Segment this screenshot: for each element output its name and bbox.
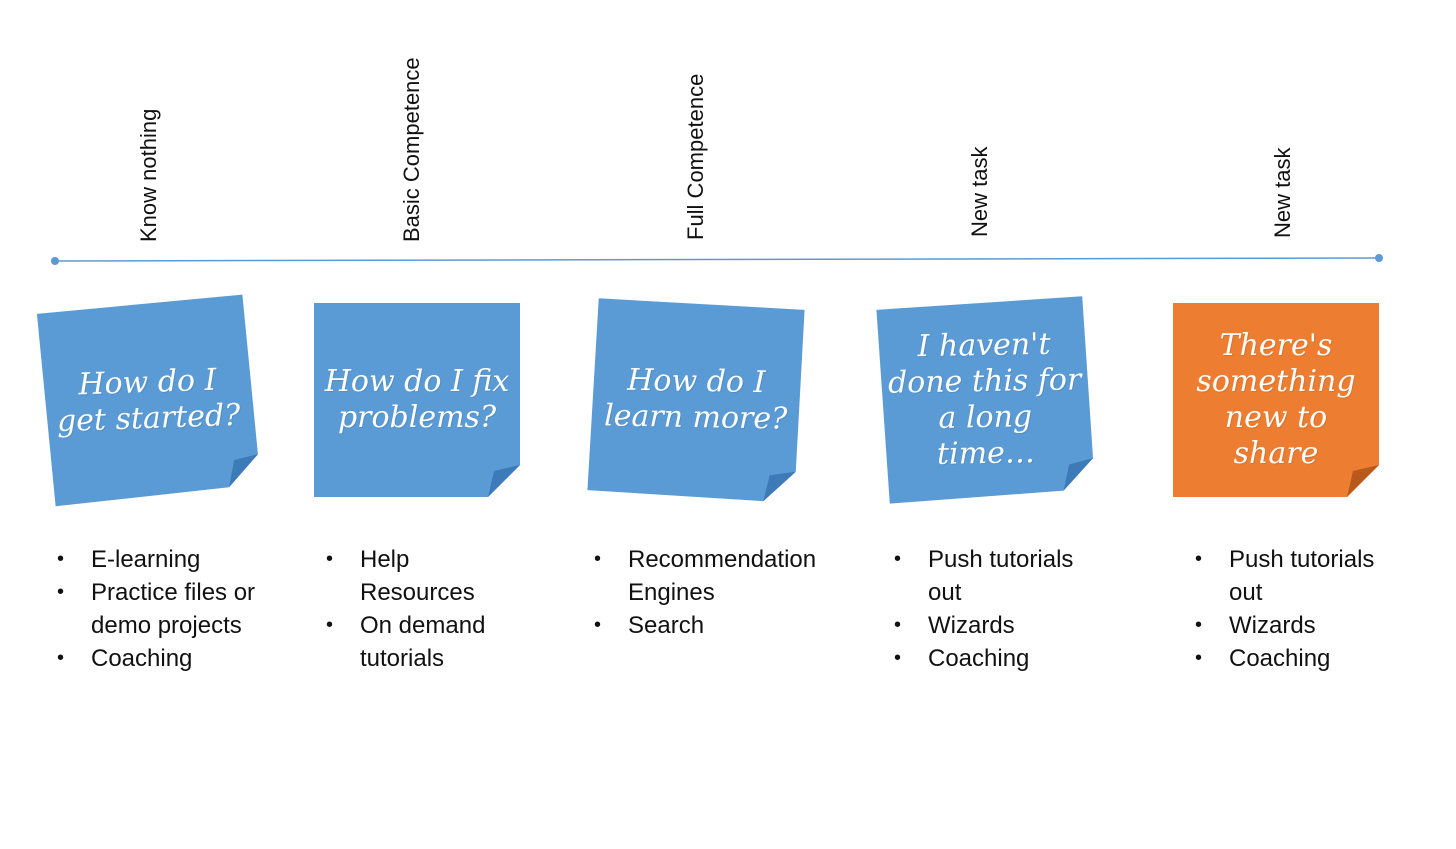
list-item: E-learning [57, 543, 257, 576]
stage-bullet-list: Help Resources On demand tutorials [326, 543, 526, 675]
sticky-note-text: I haven't done this for a long time… [887, 326, 1082, 472]
sticky-note-text: How do I learn more? [603, 362, 788, 437]
list-item: Coaching [894, 642, 1094, 675]
sticky-note-text: How do I get started? [56, 362, 241, 439]
stage-bullet-list: E-learning Practice files or demo projec… [57, 543, 257, 675]
timeline-line [54, 257, 1380, 262]
list-item: Recommendation Engines [594, 543, 844, 609]
stage-label-new-task-2: New task [1270, 147, 1295, 238]
list-item: Wizards [894, 609, 1094, 642]
sticky-note-shape [876, 296, 1094, 504]
stage-label-full-competence: Full Competence [683, 73, 708, 240]
list-item: Push tutorials out [1195, 543, 1395, 609]
stage-label-basic-competence: Basic Competence [399, 57, 424, 242]
sticky-note-something-new: There's something new to share [1173, 303, 1379, 497]
list-item: On demand tutorials [326, 609, 526, 675]
sticky-note-text: There's something new to share [1196, 328, 1356, 471]
list-item: Coaching [57, 642, 257, 675]
sticky-note-learn-more: How do I learn more? [587, 298, 805, 502]
stage-label-know-nothing: Know nothing [136, 108, 161, 242]
sticky-note-get-started: How do I get started? [36, 294, 259, 507]
stage-bullet-list: Push tutorials out Wizards Coaching [894, 543, 1094, 675]
sticky-note-shape [587, 298, 805, 502]
list-item: Help Resources [326, 543, 526, 609]
sticky-note-long-time: I haven't done this for a long time… [876, 296, 1094, 504]
stage-bullet-list: Push tutorials out Wizards Coaching [1195, 543, 1395, 675]
list-item: Coaching [1195, 642, 1395, 675]
sticky-note-shape [36, 294, 258, 507]
list-item: Wizards [1195, 609, 1395, 642]
sticky-note-text: How do I fix problems? [324, 364, 510, 435]
list-item: Practice files or demo projects [57, 576, 257, 642]
sticky-note-shape [1173, 303, 1379, 497]
stage-bullet-list: Recommendation Engines Search [594, 543, 844, 642]
list-item: Push tutorials out [894, 543, 1094, 609]
timeline-start-dot [51, 257, 59, 265]
timeline-end-dot [1375, 254, 1383, 262]
sticky-note-fix-problems: How do I fix problems? [314, 303, 520, 497]
stage-label-new-task: New task [967, 146, 992, 237]
sticky-note-shape [314, 303, 520, 497]
list-item: Search [594, 609, 844, 642]
